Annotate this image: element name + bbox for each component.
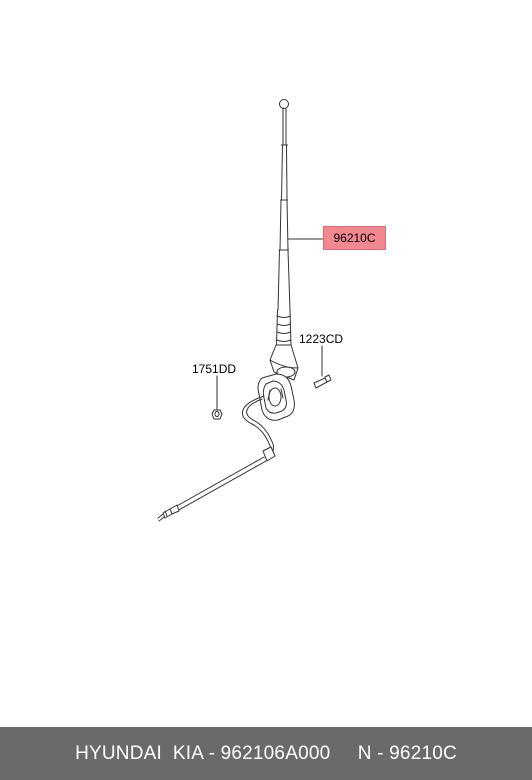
nut-part — [211, 375, 223, 420]
antenna-mast — [276, 107, 292, 346]
antenna-base — [257, 344, 299, 421]
antenna-tip-ball — [279, 99, 289, 109]
part-callout-1223CD: 1223CD — [299, 332, 344, 346]
antenna-cable — [157, 395, 276, 522]
part-number-footer: HYUNDAI KIA - 962106A000 N - 96210C — [0, 727, 532, 780]
part-callout-1751DD: 1751DD — [192, 362, 237, 376]
bolt-part — [313, 345, 332, 389]
antenna-assembly-diagram — [157, 99, 332, 522]
part-callout-96210C: 96210C — [323, 226, 386, 250]
